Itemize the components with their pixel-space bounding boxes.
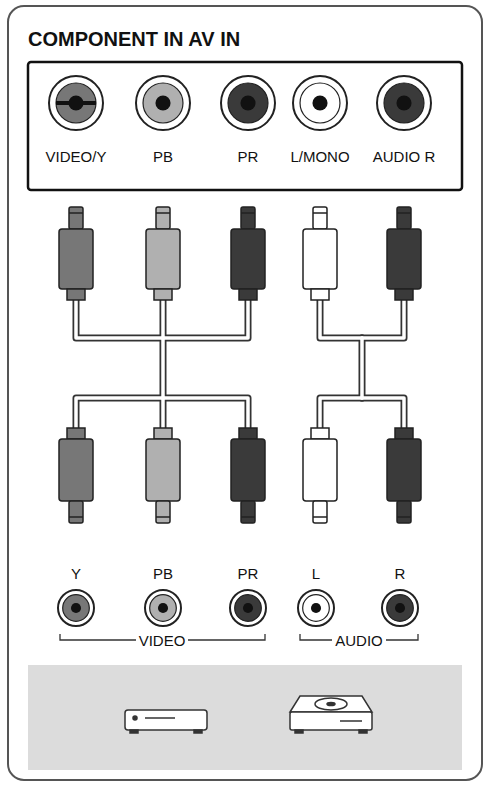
rca-jack: [377, 76, 431, 130]
jack-label: PR: [238, 566, 259, 583]
rca-plug: [231, 207, 265, 300]
jack-label: VIDEO/Y: [46, 149, 107, 166]
rca-plug: [59, 428, 93, 523]
dvd-player-icon: [125, 710, 207, 733]
cable: [76, 398, 163, 430]
cable: [163, 300, 248, 338]
rca-plug: [387, 207, 421, 300]
cable-outline: [160, 398, 167, 430]
rca-plug: [146, 428, 180, 523]
device-panel: [28, 665, 462, 770]
rca-jack: [298, 590, 334, 626]
rca-jack: [293, 76, 347, 130]
cable-outline: [76, 300, 163, 338]
cable-outline: [76, 398, 163, 430]
cables: [76, 300, 404, 430]
cable-outline: [320, 300, 362, 338]
cable-outline: [359, 338, 366, 398]
rca-plug: [59, 207, 93, 300]
cable: [362, 300, 404, 338]
cable-outline: [362, 398, 404, 430]
jack-label: R: [395, 566, 406, 583]
rca-jack: [136, 76, 190, 130]
cable: [320, 398, 362, 430]
jack-label: PB: [153, 149, 173, 166]
rca-jack: [230, 590, 266, 626]
rca-plug: [303, 207, 337, 300]
rca-jack: [49, 76, 103, 130]
jack-label: PR: [238, 149, 259, 166]
rca-jack: [221, 76, 275, 130]
rca-plug: [303, 428, 337, 523]
rca-plug: [146, 207, 180, 300]
jack-label: L/MONO: [290, 149, 349, 166]
cable: [161, 300, 165, 398]
rca-jack: [382, 590, 418, 626]
jack-panel: [28, 62, 462, 190]
disc-player-icon: [290, 696, 372, 733]
cable: [76, 300, 163, 338]
cable-outline: [362, 300, 404, 338]
jack-label: AUDIO R: [373, 149, 436, 166]
jack-label: L: [312, 566, 320, 583]
jack-label: Y: [71, 566, 81, 583]
cable: [362, 398, 404, 430]
cable: [161, 398, 165, 430]
rca-plug: [387, 428, 421, 523]
cable: [320, 300, 362, 338]
cable: [360, 338, 364, 398]
rca-jack: [145, 590, 181, 626]
panel-title: COMPONENT IN AV IN: [28, 28, 240, 50]
group-label: VIDEO: [136, 633, 189, 650]
cable-outline: [160, 300, 167, 398]
rca-jack: [58, 590, 94, 626]
cable-outline: [320, 398, 362, 430]
outer-panel: [8, 6, 482, 780]
rca-plug: [231, 428, 265, 523]
cable: [163, 398, 248, 430]
plugs: [59, 207, 421, 523]
cable-outline: [163, 398, 248, 430]
group-label: AUDIO: [332, 633, 386, 650]
cable-outline: [163, 300, 248, 338]
jack-label: PB: [153, 566, 173, 583]
